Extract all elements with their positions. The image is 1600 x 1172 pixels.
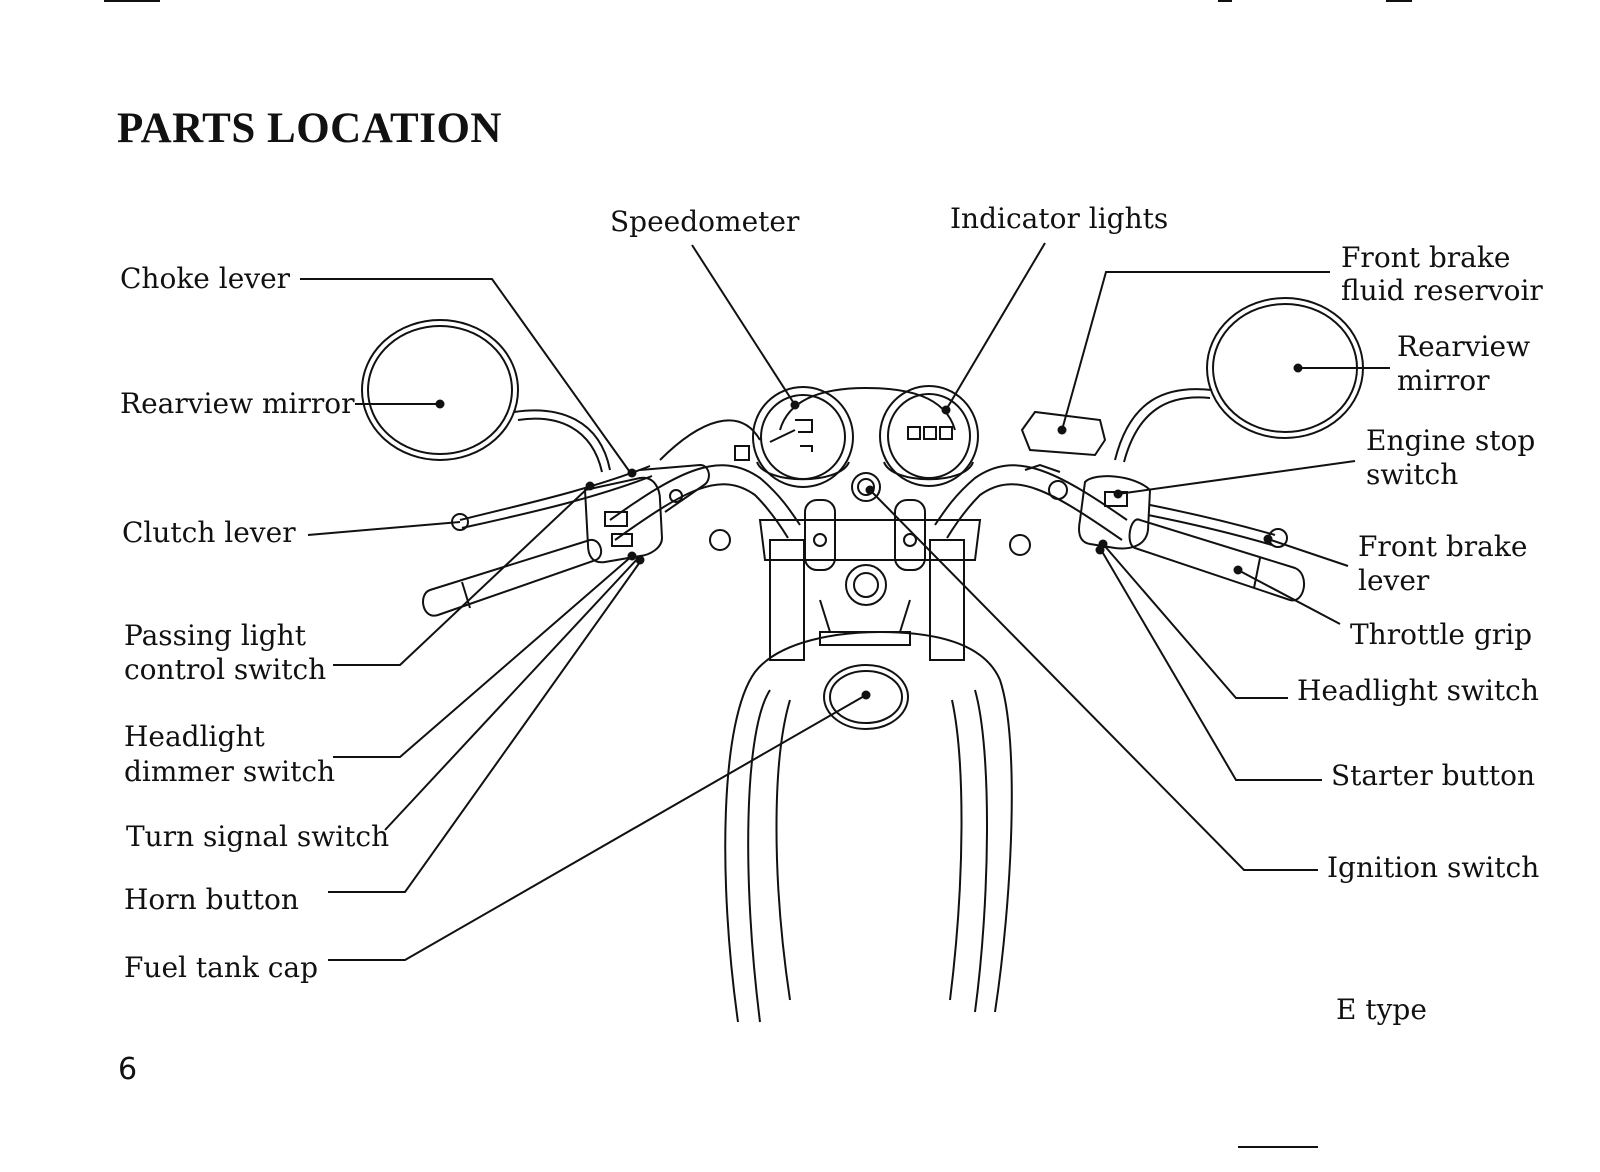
label-rearview-mirror-right-line1: Rearview — [1397, 330, 1531, 363]
label-front-brake-lever-line1: Front brake — [1358, 530, 1528, 563]
label-starter-button: Starter button — [1331, 759, 1535, 792]
label-engine-stop-line1: Engine stop — [1366, 424, 1536, 457]
label-headlight-dimmer-line2: dimmer switch — [124, 755, 336, 788]
crop-mark — [104, 0, 160, 2]
label-indicator-lights: Indicator lights — [950, 202, 1169, 235]
clutch-lever-part — [451, 463, 710, 531]
left-grip — [422, 538, 603, 617]
label-front-brake-lever-line2: lever — [1358, 564, 1430, 597]
label-horn-button: Horn button — [124, 883, 299, 916]
brake-fluid-reservoir — [1020, 410, 1107, 457]
right-switch-housing — [1024, 463, 1152, 550]
label-choke-lever: Choke lever — [120, 262, 291, 295]
ignition-switch-part — [851, 472, 881, 502]
label-passing-light-line2: control switch — [124, 653, 327, 686]
leader-dots — [435, 363, 1303, 700]
label-turn-signal-switch: Turn signal switch — [126, 820, 390, 853]
label-front-brake-fluid-line1: Front brake — [1341, 241, 1511, 274]
front-forks — [758, 499, 982, 661]
leader-lines — [300, 242, 1390, 961]
label-headlight-dimmer-line1: Headlight — [124, 720, 265, 753]
crop-mark — [1238, 1146, 1318, 1148]
model-type-note: E type — [1336, 993, 1427, 1026]
page-number: 6 — [118, 1052, 138, 1087]
cable — [659, 419, 761, 461]
crop-mark — [1218, 0, 1232, 2]
speedometer-gauge — [752, 386, 854, 488]
fuel-tank — [724, 630, 1013, 1023]
label-ignition-switch: Ignition switch — [1327, 851, 1540, 884]
label-engine-stop-line2: switch — [1366, 458, 1459, 491]
crop-mark — [1386, 0, 1412, 2]
label-throttle-grip: Throttle grip — [1350, 618, 1533, 651]
right-grip — [1128, 518, 1305, 602]
right-mirror — [1114, 297, 1364, 463]
label-passing-light-line1: Passing light — [124, 619, 306, 652]
label-front-brake-fluid-line2: fluid reservoir — [1341, 274, 1543, 307]
label-fuel-tank-cap: Fuel tank cap — [124, 951, 319, 984]
fuel-cap — [823, 664, 909, 730]
indicator-gauge — [879, 385, 979, 487]
label-clutch-lever: Clutch lever — [122, 516, 296, 549]
label-speedometer: Speedometer — [610, 205, 800, 238]
handlebar — [609, 464, 1128, 556]
cable-end — [734, 445, 750, 461]
label-rearview-mirror-left: Rearview mirror — [120, 387, 355, 420]
label-rearview-mirror-right-line2: mirror — [1397, 364, 1490, 397]
left-switch-housing — [583, 476, 664, 564]
left-mirror — [361, 319, 611, 473]
page-title: PARTS LOCATION — [117, 105, 502, 152]
label-headlight-switch: Headlight switch — [1297, 674, 1539, 707]
